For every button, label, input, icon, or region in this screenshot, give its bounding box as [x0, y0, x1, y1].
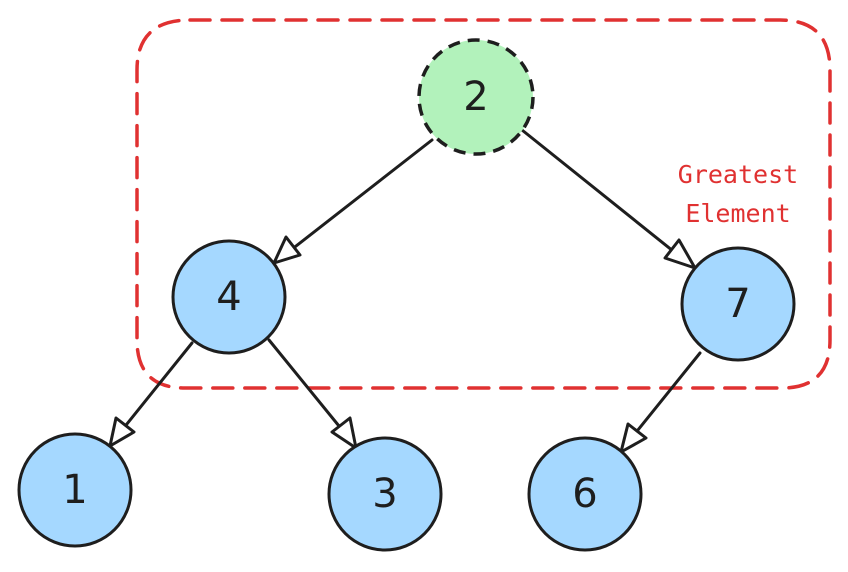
node-label: 6 — [572, 471, 597, 517]
arrowhead — [108, 416, 136, 448]
node-label: 3 — [372, 471, 397, 517]
edge-4-1 — [108, 341, 194, 448]
tree-node-3: 3 — [327, 436, 443, 552]
arrowhead — [663, 238, 697, 270]
annotation-line-1: Greatest — [678, 160, 798, 189]
tree-node-2: 2 — [417, 38, 535, 156]
node-label: 7 — [725, 281, 750, 327]
arrowhead — [619, 422, 648, 454]
node-label: 2 — [463, 74, 488, 120]
arrowhead — [272, 235, 302, 265]
node-circle — [527, 436, 643, 552]
node-circle — [680, 246, 796, 362]
node-circle — [171, 239, 287, 355]
node-label: 1 — [62, 467, 87, 513]
edge-2-4 — [272, 138, 434, 265]
tree-node-7: 7 — [680, 246, 796, 362]
annotation-line-2: Element — [685, 199, 790, 228]
tree-node-1: 1 — [17, 432, 133, 548]
node-circle — [327, 436, 443, 552]
edge-7-6 — [619, 351, 702, 454]
edge-4-3 — [267, 338, 358, 450]
tree-node-4: 4 — [171, 239, 287, 355]
group-box — [135, 18, 832, 390]
edge-2-7 — [520, 128, 697, 270]
edges — [108, 128, 702, 454]
node-circle — [417, 38, 535, 156]
arrowhead — [330, 416, 358, 450]
node-circle — [17, 432, 133, 548]
tree-node-6: 6 — [527, 436, 643, 552]
node-label: 4 — [216, 274, 241, 320]
